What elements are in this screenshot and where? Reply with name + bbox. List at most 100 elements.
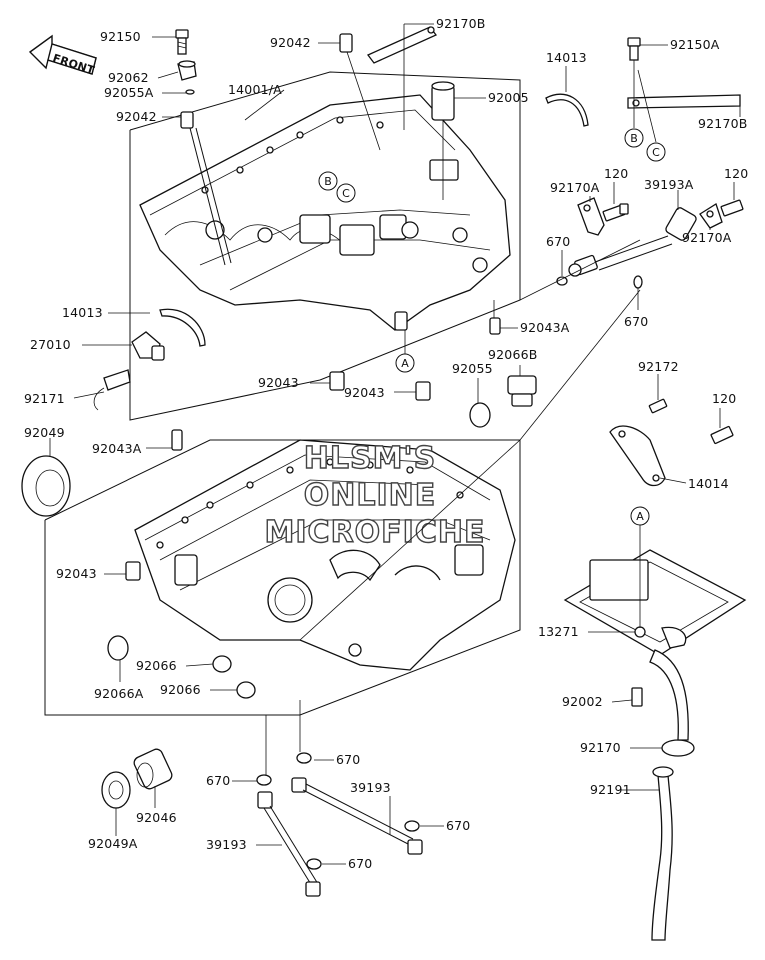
callout-c-upper: C: [336, 183, 356, 203]
dowel-92043A-left: [171, 429, 183, 451]
bracket-92170A-left: [577, 197, 605, 236]
label-92049: 92049: [24, 425, 65, 440]
label-92043-b: 92043: [344, 385, 385, 400]
pipe-39193-left: [257, 791, 321, 897]
callout-a-upper: A: [395, 353, 415, 373]
bearing-92046: [133, 748, 173, 790]
hose-92191: [649, 649, 689, 941]
label-92170B-right: 92170B: [698, 116, 748, 131]
label-92043A-mid: 92043A: [520, 320, 570, 335]
oil-screen-13271: [563, 549, 747, 656]
label-92046: 92046: [136, 810, 177, 825]
oring-670-c: [296, 752, 312, 764]
pipe-39193-right: [291, 777, 423, 855]
svg-text:B: B: [630, 132, 638, 145]
label-92170A-right: 92170A: [682, 230, 732, 245]
label-92170A-left: 92170A: [550, 180, 600, 195]
callout-a-screen: A: [630, 506, 650, 526]
label-14001A: 14001/A: [228, 82, 282, 97]
label-670-a: 670: [546, 234, 570, 249]
label-92150A: 92150A: [670, 37, 720, 52]
bolt-120-a: [602, 203, 629, 222]
label-670-d: 670: [206, 773, 230, 788]
label-92191: 92191: [590, 782, 631, 797]
label-92062: 92062: [108, 70, 149, 85]
label-92042-left: 92042: [116, 109, 157, 124]
label-92055: 92055: [452, 361, 493, 376]
pipe-92042-left: [180, 111, 232, 266]
watermark-line-1: HLSM'S: [304, 441, 436, 476]
svg-text:B: B: [324, 175, 332, 188]
clip-14013-top: [545, 93, 589, 127]
upper-crankcase: [139, 94, 511, 331]
label-670-e: 670: [446, 818, 470, 833]
label-92002: 92002: [562, 694, 603, 709]
bolt-120-c: [710, 425, 734, 445]
oring-670-a: [556, 276, 568, 286]
label-92170B-top: 92170B: [436, 16, 486, 31]
callout-c-right: C: [646, 142, 666, 162]
fitting-92062: [177, 60, 197, 81]
dowel-92043-c: [125, 561, 141, 581]
oring-670-b: [633, 275, 643, 289]
svg-text:C: C: [342, 187, 350, 200]
seal-92049A: [101, 771, 131, 809]
bolt-92002: [631, 687, 643, 707]
part-labels: 92150 92062 92055A 92042 92042 14001/A 9…: [24, 16, 748, 871]
label-14014: 14014: [688, 476, 729, 491]
label-92042-top: 92042: [270, 35, 311, 50]
lower-crankcase-frame: [44, 439, 521, 716]
oring-670-e: [404, 820, 420, 832]
dowel-92005: [431, 81, 455, 121]
svg-text:A: A: [401, 357, 409, 370]
label-14013-left: 14013: [62, 305, 103, 320]
label-92055A: 92055A: [104, 85, 154, 100]
oring-92055: [469, 402, 491, 428]
label-92150: 92150: [100, 29, 141, 44]
watermark: HLSM'S ONLINE MICROFICHE: [264, 440, 486, 550]
watermark-line-3: MICROFICHE: [265, 515, 486, 550]
dowel-92043A-mid: [489, 317, 501, 335]
label-120-a: 120: [604, 166, 628, 181]
callout-b-right: B: [624, 128, 644, 148]
dowel-92043-a: [329, 371, 345, 391]
label-92043-a: 92043: [258, 375, 299, 390]
label-92066-b: 92066: [160, 682, 201, 697]
callout-b-upper: B: [318, 171, 338, 191]
dowel-92043-b: [415, 381, 431, 401]
label-39193A: 39193A: [644, 177, 694, 192]
collar-92066A: [107, 635, 129, 661]
label-670-c: 670: [336, 752, 360, 767]
oring-670-d: [256, 774, 272, 786]
label-39193-left: 39193: [206, 837, 247, 852]
label-27010: 27010: [30, 337, 71, 352]
oring-92055A: [185, 89, 195, 95]
label-39193-right: 39193: [350, 780, 391, 795]
label-92172: 92172: [638, 359, 679, 374]
label-92170: 92170: [580, 740, 621, 755]
seal-92049: [21, 455, 71, 517]
svg-text:A: A: [636, 510, 644, 523]
oring-670-f: [306, 858, 322, 870]
label-670-f: 670: [348, 856, 372, 871]
pipe-39193A: [568, 207, 697, 277]
clip-92171: [93, 369, 131, 411]
bolt-120-b: [720, 199, 744, 217]
clamp-92170: [661, 739, 695, 757]
front-arrow: FRONT: [28, 34, 97, 77]
clip-14013-left: [159, 308, 206, 347]
label-92066A: 92066A: [94, 686, 144, 701]
label-92066B: 92066B: [488, 347, 538, 362]
plug-92066B: [507, 375, 537, 407]
bolt-92150A: [627, 37, 641, 61]
collar-92066-a: [212, 655, 232, 673]
label-92005: 92005: [488, 90, 529, 105]
collar-92066-b: [236, 681, 256, 699]
label-670-b: 670: [624, 314, 648, 329]
label-92066-a: 92066: [136, 658, 177, 673]
lower-crankcase: [134, 439, 516, 671]
strap-92170B-top: [366, 26, 438, 64]
leader-lines: [49, 23, 741, 865]
